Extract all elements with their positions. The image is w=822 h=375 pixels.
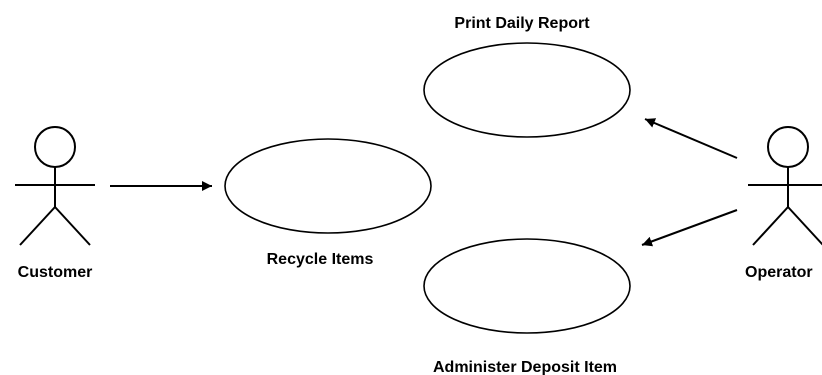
- association-arrow-operator-administer-deposit-item: [641, 209, 738, 247]
- actor-label-operator: Operator: [745, 264, 813, 281]
- association-arrow-operator-print-daily-report: [644, 118, 738, 159]
- stick-figure-icon: [15, 126, 95, 246]
- actor-operator: Operator: [745, 126, 822, 281]
- use-case-administer-deposit-item: Administer Deposit Item: [423, 238, 631, 375]
- use-case-label-recycle-items: Recycle Items: [267, 251, 374, 268]
- actor-customer: Customer: [15, 126, 95, 281]
- use-case-label-administer-deposit-item: Administer Deposit Item: [433, 359, 617, 375]
- use-case-label-print-daily-report: Print Daily Report: [454, 15, 590, 32]
- use-case-ellipse: [423, 42, 631, 138]
- actor-label-customer: Customer: [18, 264, 93, 281]
- use-case-ellipse: [224, 138, 432, 234]
- use-case-ellipse: [423, 238, 631, 334]
- stick-figure-icon: [748, 126, 822, 246]
- use-case-recycle-items: Recycle Items: [224, 138, 432, 268]
- use-case-print-daily-report: Print Daily Report: [423, 15, 631, 138]
